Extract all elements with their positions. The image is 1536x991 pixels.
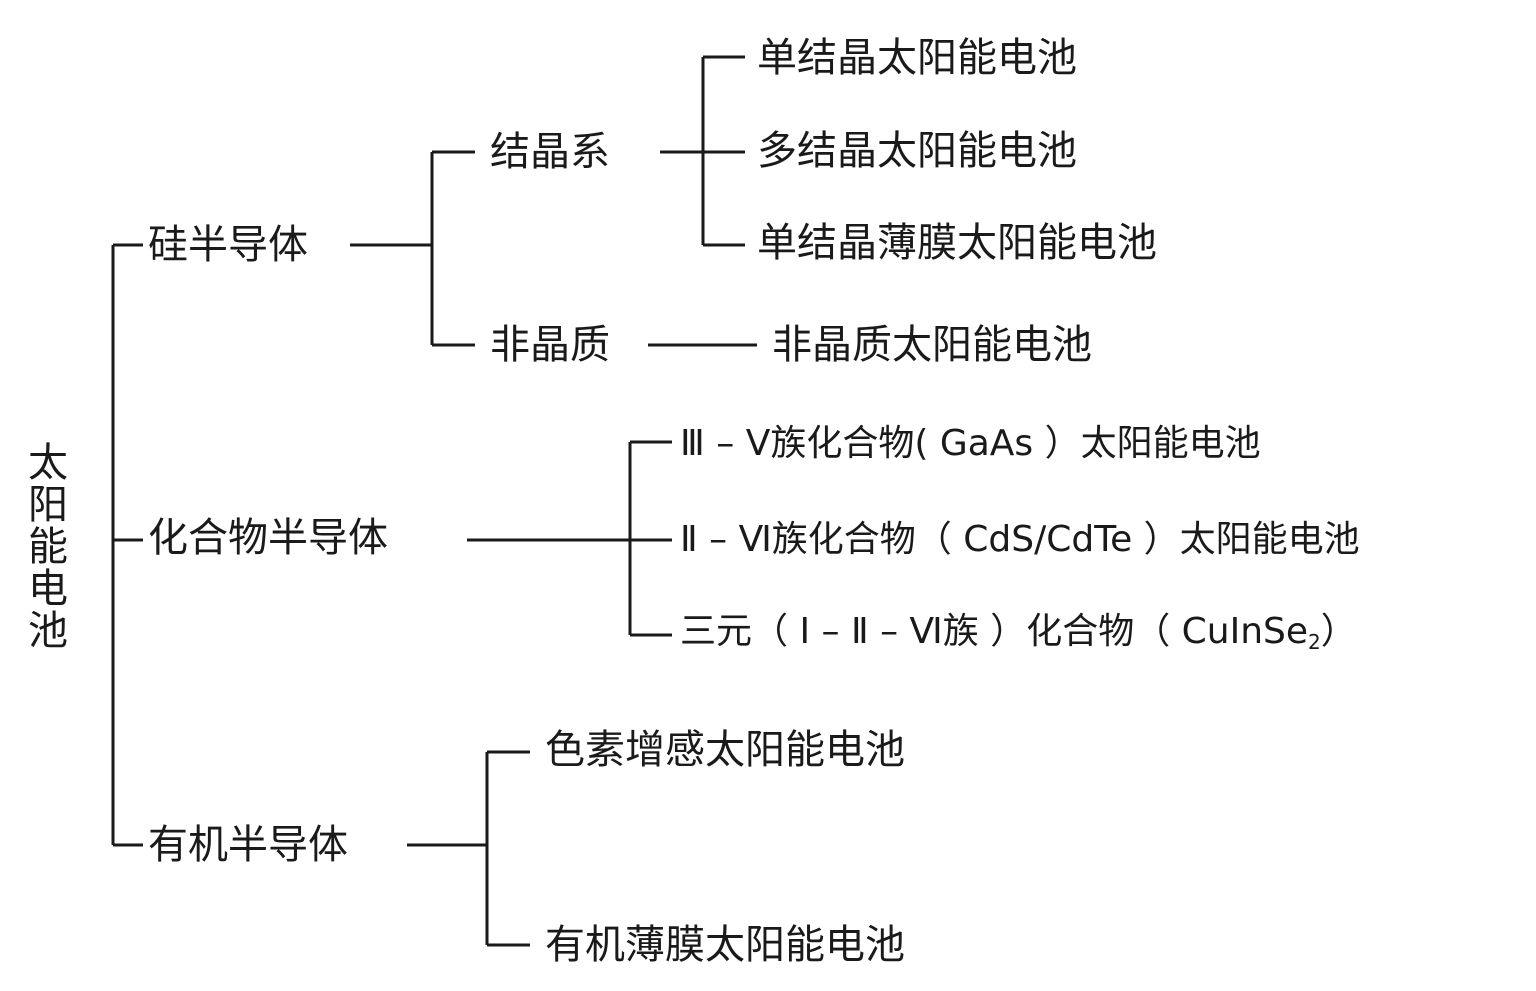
leaf-organic-thin-film-cell: 有机薄膜太阳能电池 [545,922,905,968]
node-organic-semiconductor: 有机半导体 [148,822,348,868]
subscript-2: 2 [1308,630,1321,654]
leaf-poly-crystal-cell: 多结晶太阳能电池 [757,128,1077,174]
node-compound-semiconductor: 化合物半导体 [148,515,388,561]
leaf-amorphous-cell: 非晶质太阳能电池 [772,322,1092,368]
leaf-iii-v-gaas-cell: Ⅲ – Ⅴ族化合物( GaAs ）太阳能电池 [680,423,1261,464]
root-node: 太阳能电池 [28,440,68,654]
node-amorphous: 非晶质 [490,322,610,368]
leaf-ternary-cuinse2: 三元（ Ⅰ – Ⅱ – Ⅵ族 ）化合物（ CuInSe2） [680,612,1357,662]
node-crystalline: 结晶系 [490,129,610,175]
leaf-single-crystal-cell: 单结晶太阳能电池 [757,35,1077,81]
ternary-closing: ） [1320,611,1357,652]
ternary-text: 三元（ Ⅰ – Ⅱ – Ⅵ族 ）化合物（ CuInSe [680,611,1309,652]
leaf-ii-vi-cds-cdte-cell: Ⅱ – Ⅵ族化合物（ CdS/CdTe ）太阳能电池 [680,519,1360,560]
leaf-single-crystal-thin-film-cell: 单结晶薄膜太阳能电池 [757,220,1157,266]
leaf-dye-sensitized-cell: 色素增感太阳能电池 [545,727,905,773]
node-silicon-semiconductor: 硅半导体 [148,222,308,268]
